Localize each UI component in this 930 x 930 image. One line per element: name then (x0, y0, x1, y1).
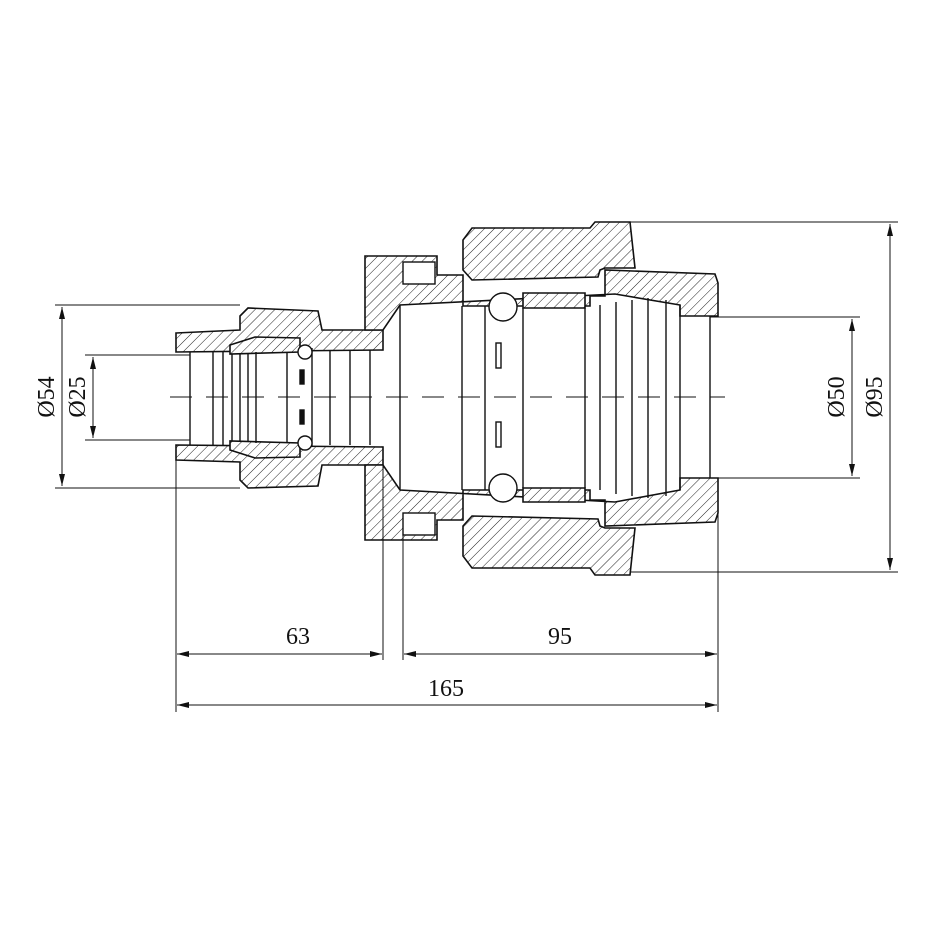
o-ring-left-top (297, 344, 313, 360)
dim-length-total: 165 (428, 676, 464, 702)
left-sleeve-lower (229, 440, 301, 459)
left-sleeve-upper (229, 336, 301, 355)
dim-outer-left-diameter: Ø54 (34, 376, 60, 417)
dim-length-left: 63 (286, 624, 310, 650)
dim-length-right: 95 (548, 624, 572, 650)
right-sleeve-upper (522, 292, 586, 309)
extension-lines (55, 221, 898, 712)
o-ring-right-top (488, 292, 518, 322)
o-ring-left-bottom (297, 435, 313, 451)
dim-outer-right-diameter: Ø95 (862, 376, 888, 417)
dim-bore-left-diameter: Ø25 (65, 376, 91, 417)
right-sleeve-lower (522, 487, 586, 503)
left-body-lower (175, 444, 384, 489)
o-ring-right-bottom (488, 473, 518, 503)
dimension-lines (59, 224, 893, 708)
dim-bore-right-diameter: Ø50 (824, 376, 850, 417)
fitting-body (175, 221, 719, 576)
internal-lines (189, 261, 711, 536)
right-nut-lower (462, 515, 636, 576)
right-nut-upper (462, 221, 636, 281)
